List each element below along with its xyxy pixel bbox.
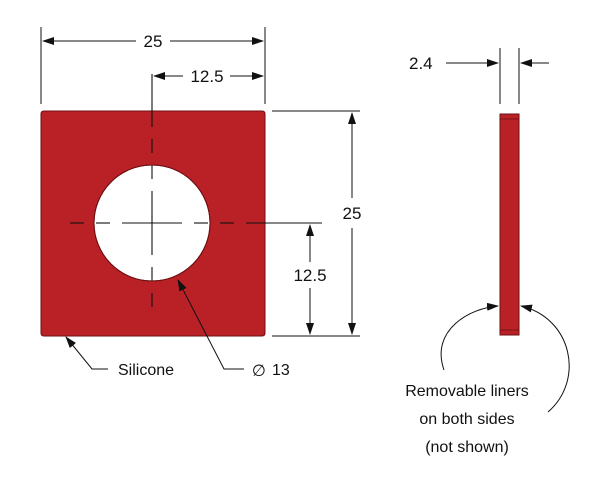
liners-note-line2: on both sides xyxy=(419,411,514,428)
dim-label-half-width: 12.5 xyxy=(190,67,223,86)
dim-label-thickness: 2.4 xyxy=(409,54,433,73)
dimension-height-25: 25 xyxy=(343,112,362,335)
side-view: 2.4 Removable liners on both sides (not … xyxy=(405,48,570,456)
gasket-edge xyxy=(499,113,520,336)
dim-label-height: 25 xyxy=(343,204,362,223)
dim-label-half-height: 12.5 xyxy=(293,266,326,285)
liners-note-line1: Removable liners xyxy=(405,383,529,400)
dimension-width-25: 25 xyxy=(42,32,264,51)
dim-label-width: 25 xyxy=(144,32,163,51)
leader-silicone: Silicone xyxy=(65,336,174,379)
dimension-thickness: 2.4 xyxy=(409,54,549,73)
liners-note-line3: (not shown) xyxy=(425,439,509,456)
leader-liners xyxy=(440,302,570,413)
thickness-extension-lines xyxy=(499,48,520,104)
diameter-value: 13 xyxy=(272,362,290,379)
extension-lines xyxy=(40,27,360,337)
front-view: 25 12.5 25 12.5 Silicone ∅ 13 xyxy=(40,27,362,380)
center-lines xyxy=(70,74,322,307)
dimension-height-12-5: 12.5 xyxy=(293,224,327,335)
dimension-width-12-5: 12.5 xyxy=(153,67,264,86)
leader-diameter: ∅ 13 xyxy=(177,279,290,380)
diameter-symbol: ∅ xyxy=(252,363,266,380)
material-label: Silicone xyxy=(118,362,174,379)
